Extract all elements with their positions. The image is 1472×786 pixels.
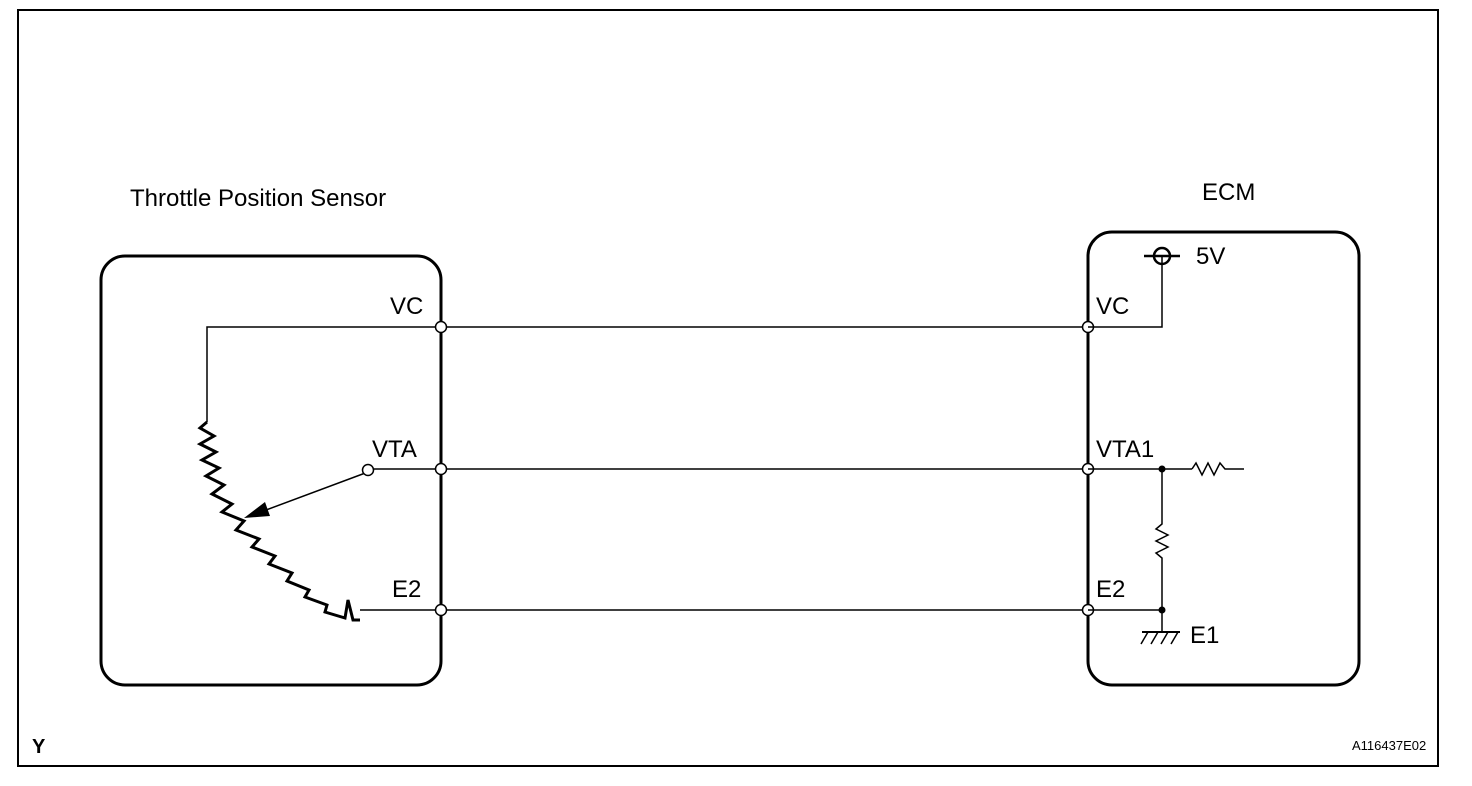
supply-5v-label: 5V	[1196, 243, 1225, 270]
sensor-box	[99, 254, 443, 687]
sensor-vta-label: VTA	[372, 436, 417, 463]
ground-hatch-4	[1170, 631, 1179, 645]
sensor-vta-terminal	[434, 462, 448, 476]
outer-frame	[17, 9, 1439, 767]
wiper-terminal	[361, 463, 375, 477]
sensor-e2-label: E2	[392, 576, 421, 603]
ground-hatch-3	[1160, 631, 1169, 645]
ecm-pulldown-resistor-icon	[1154, 469, 1170, 610]
ground-e1-label: E1	[1190, 622, 1219, 649]
ground-hatch-2	[1150, 631, 1159, 645]
sensor-e2-terminal	[434, 603, 448, 617]
sensor-resistor-icon	[196, 420, 360, 622]
sensor-title: Throttle Position Sensor	[130, 185, 386, 212]
ecm-title: ECM	[1202, 179, 1255, 206]
ecm-vc-internal-wire	[1088, 256, 1163, 328]
wiper-line	[257, 471, 369, 514]
sensor-vc-internal-wire	[206, 326, 441, 422]
ecm-e2-label: E2	[1096, 576, 1125, 603]
ecm-vta1-label: VTA1	[1096, 436, 1154, 463]
ecm-input-resistor-icon	[1191, 461, 1244, 477]
ecm-box	[1086, 230, 1361, 687]
sensor-vc-label: VC	[390, 293, 423, 320]
wiper-arrow-icon	[244, 502, 270, 518]
footer-left-mark: Y	[32, 736, 46, 758]
figure-id: A116437E02	[1352, 738, 1426, 753]
ground-hatch-1	[1140, 631, 1149, 645]
ecm-vc-label: VC	[1096, 293, 1129, 320]
sensor-vc-terminal	[434, 320, 448, 334]
